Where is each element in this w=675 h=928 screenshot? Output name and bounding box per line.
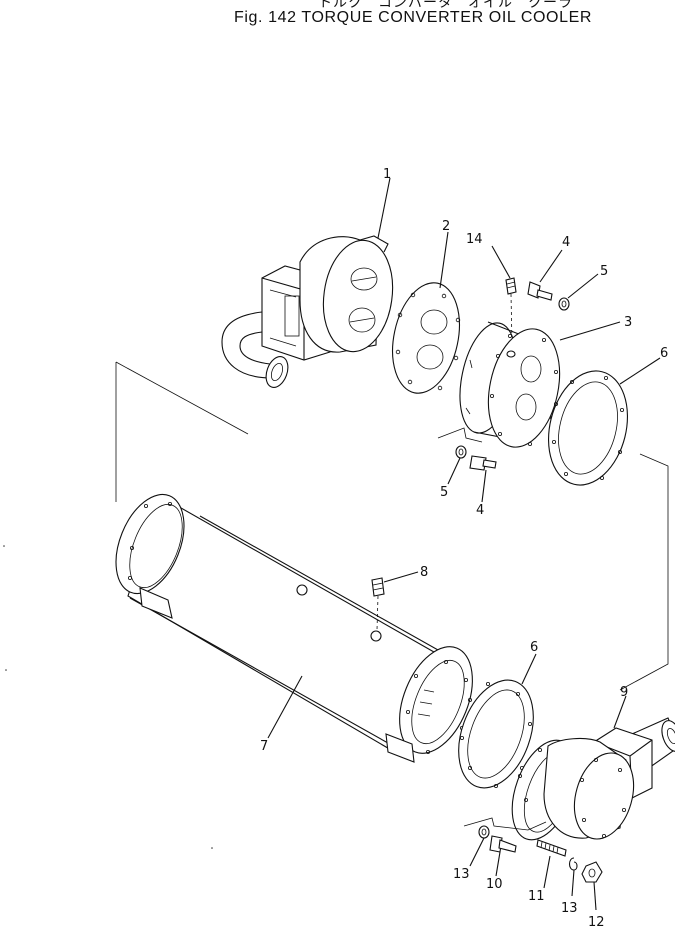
figure-title: Fig. 142 TORQUE CONVERTER OIL COOLER <box>234 9 592 26</box>
part-10-bolt <box>489 835 517 853</box>
part-13-washer-left <box>478 825 490 839</box>
callout-11: 11 <box>528 889 545 904</box>
part-14-plug <box>505 277 517 345</box>
part-11-stud <box>536 839 567 857</box>
part-12-nut <box>581 861 603 883</box>
part-6-gasket-ring-bottom <box>458 679 534 789</box>
part-13-washer-right <box>568 857 578 871</box>
callout-13-right: 13 <box>561 901 578 916</box>
callout-2: 2 <box>442 219 450 234</box>
callout-4-mid: 4 <box>476 503 484 518</box>
callout-12: 12 <box>588 915 605 928</box>
callout-5-top: 5 <box>600 264 608 279</box>
callout-9: 9 <box>620 685 628 700</box>
callout-13-left: 13 <box>453 867 470 882</box>
callout-5-mid: 5 <box>440 485 448 500</box>
part-4-bolt-top <box>527 281 553 301</box>
callout-4-top: 4 <box>562 235 570 250</box>
callout-10: 10 <box>486 877 503 892</box>
callout-8: 8 <box>420 565 428 580</box>
part-9-rear-housing <box>511 717 675 841</box>
part-7-cooler-body <box>115 493 473 763</box>
part-4-bolt-mid <box>469 455 497 471</box>
part-8-plug <box>371 577 385 631</box>
part-3-rear-cover <box>459 321 561 448</box>
callout-14: 14 <box>466 232 483 247</box>
callout-3: 3 <box>624 315 632 330</box>
callout-7: 7 <box>260 739 268 754</box>
part-1-cover-housing <box>221 235 394 388</box>
callout-1: 1 <box>383 167 391 182</box>
part-6-gasket-ring-top <box>547 370 629 486</box>
callout-6-top: 6 <box>660 346 668 361</box>
callout-6-bottom: 6 <box>530 640 538 655</box>
part-5-washer-top <box>558 297 570 311</box>
japanese-title: トルク コンバータ オイル クーラ <box>318 0 573 11</box>
part-2-gasket <box>392 282 461 394</box>
part-5-washer-mid <box>455 445 467 459</box>
